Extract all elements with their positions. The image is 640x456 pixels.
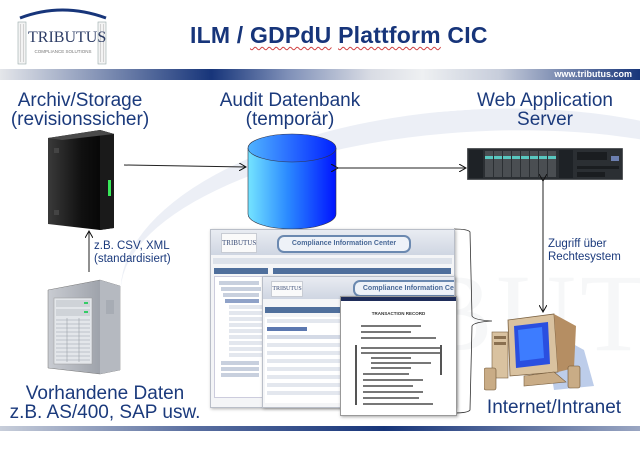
web-server-label: Web Application Server (460, 91, 630, 129)
import-format-label: z.B. CSV, XML (standardisiert) (94, 240, 171, 266)
archive-label-line1: Archiv/Storage (17, 90, 143, 111)
web-server-label-line1: Web Application (477, 90, 613, 111)
archive-server-icon (48, 130, 114, 230)
import-format-line2: (standardisiert) (94, 253, 171, 265)
access-rights-line1: Zugriff über (548, 238, 607, 250)
existing-data-server-icon (47, 279, 121, 375)
page-title: ILM / GDPdU Plattform CIC (190, 22, 488, 49)
transaction-receipt-scan: TRANSACTION RECORD (340, 296, 457, 416)
audit-db-label: Audit Datenbank (temporär) (210, 91, 370, 129)
cic-tree (214, 276, 270, 398)
existing-data-line2: z.B. AS/400, SAP usw. (9, 402, 201, 423)
cic-content-header (273, 268, 451, 274)
receipt-titlebar (341, 297, 456, 301)
archive-to-db-arrow (123, 165, 246, 167)
receipt-heading: TRANSACTION RECORD (371, 311, 426, 316)
audit-db-label-line2: (temporär) (245, 109, 335, 130)
header-band (0, 69, 640, 80)
archive-label: Archiv/Storage (revisionssicher) (0, 91, 160, 129)
logo-graphic (17, 8, 107, 65)
access-rights-line2: Rechtesystem (548, 251, 621, 263)
drive-bays (485, 151, 556, 177)
screenshot-brace (453, 228, 493, 414)
logo-tagline: COMPLIANCE SOLUTIONS (34, 49, 92, 54)
cic-navbar (213, 258, 452, 264)
cic-inner-title: Compliance Information Center (353, 280, 454, 297)
existing-data-line1: Vorhandene Daten (25, 383, 185, 404)
client-label: Internet/Intranet (486, 397, 622, 418)
website-url[interactable]: www.tributus.com (554, 69, 632, 79)
client-computer-icon (484, 313, 594, 391)
archive-label-line2: (revisionssicher) (10, 109, 150, 130)
title-part: ILM / (190, 22, 250, 48)
connectors (0, 0, 640, 414)
footer-band (0, 426, 640, 431)
logo-wordmark: TRIBUTUS (28, 29, 107, 46)
tributus-logo: TRIBUTUS COMPLIANCE SOLUTIONS (14, 6, 110, 66)
cic-logo: TRIBUTUS (221, 233, 257, 253)
audit-db-label-line1: Audit Datenbank (219, 90, 361, 111)
import-format-line1: z.B. CSV, XML (94, 240, 170, 252)
access-rights-label: Zugriff über Rechtesystem (548, 238, 621, 264)
cic-title: Compliance Information Center (277, 235, 411, 253)
web-application-server-icon (467, 148, 623, 180)
title-part: Plattform (338, 22, 441, 48)
audit-database-icon (247, 133, 337, 230)
title-part: CIC (440, 22, 488, 48)
title-part: GDPdU (249, 22, 332, 48)
existing-data-label: Vorhandene Daten z.B. AS/400, SAP usw. (0, 384, 210, 422)
web-server-label-line2: Server (517, 109, 573, 130)
cic-sidebar-header (214, 268, 268, 274)
cic-inner-logo: TRIBUTUS (271, 281, 303, 297)
